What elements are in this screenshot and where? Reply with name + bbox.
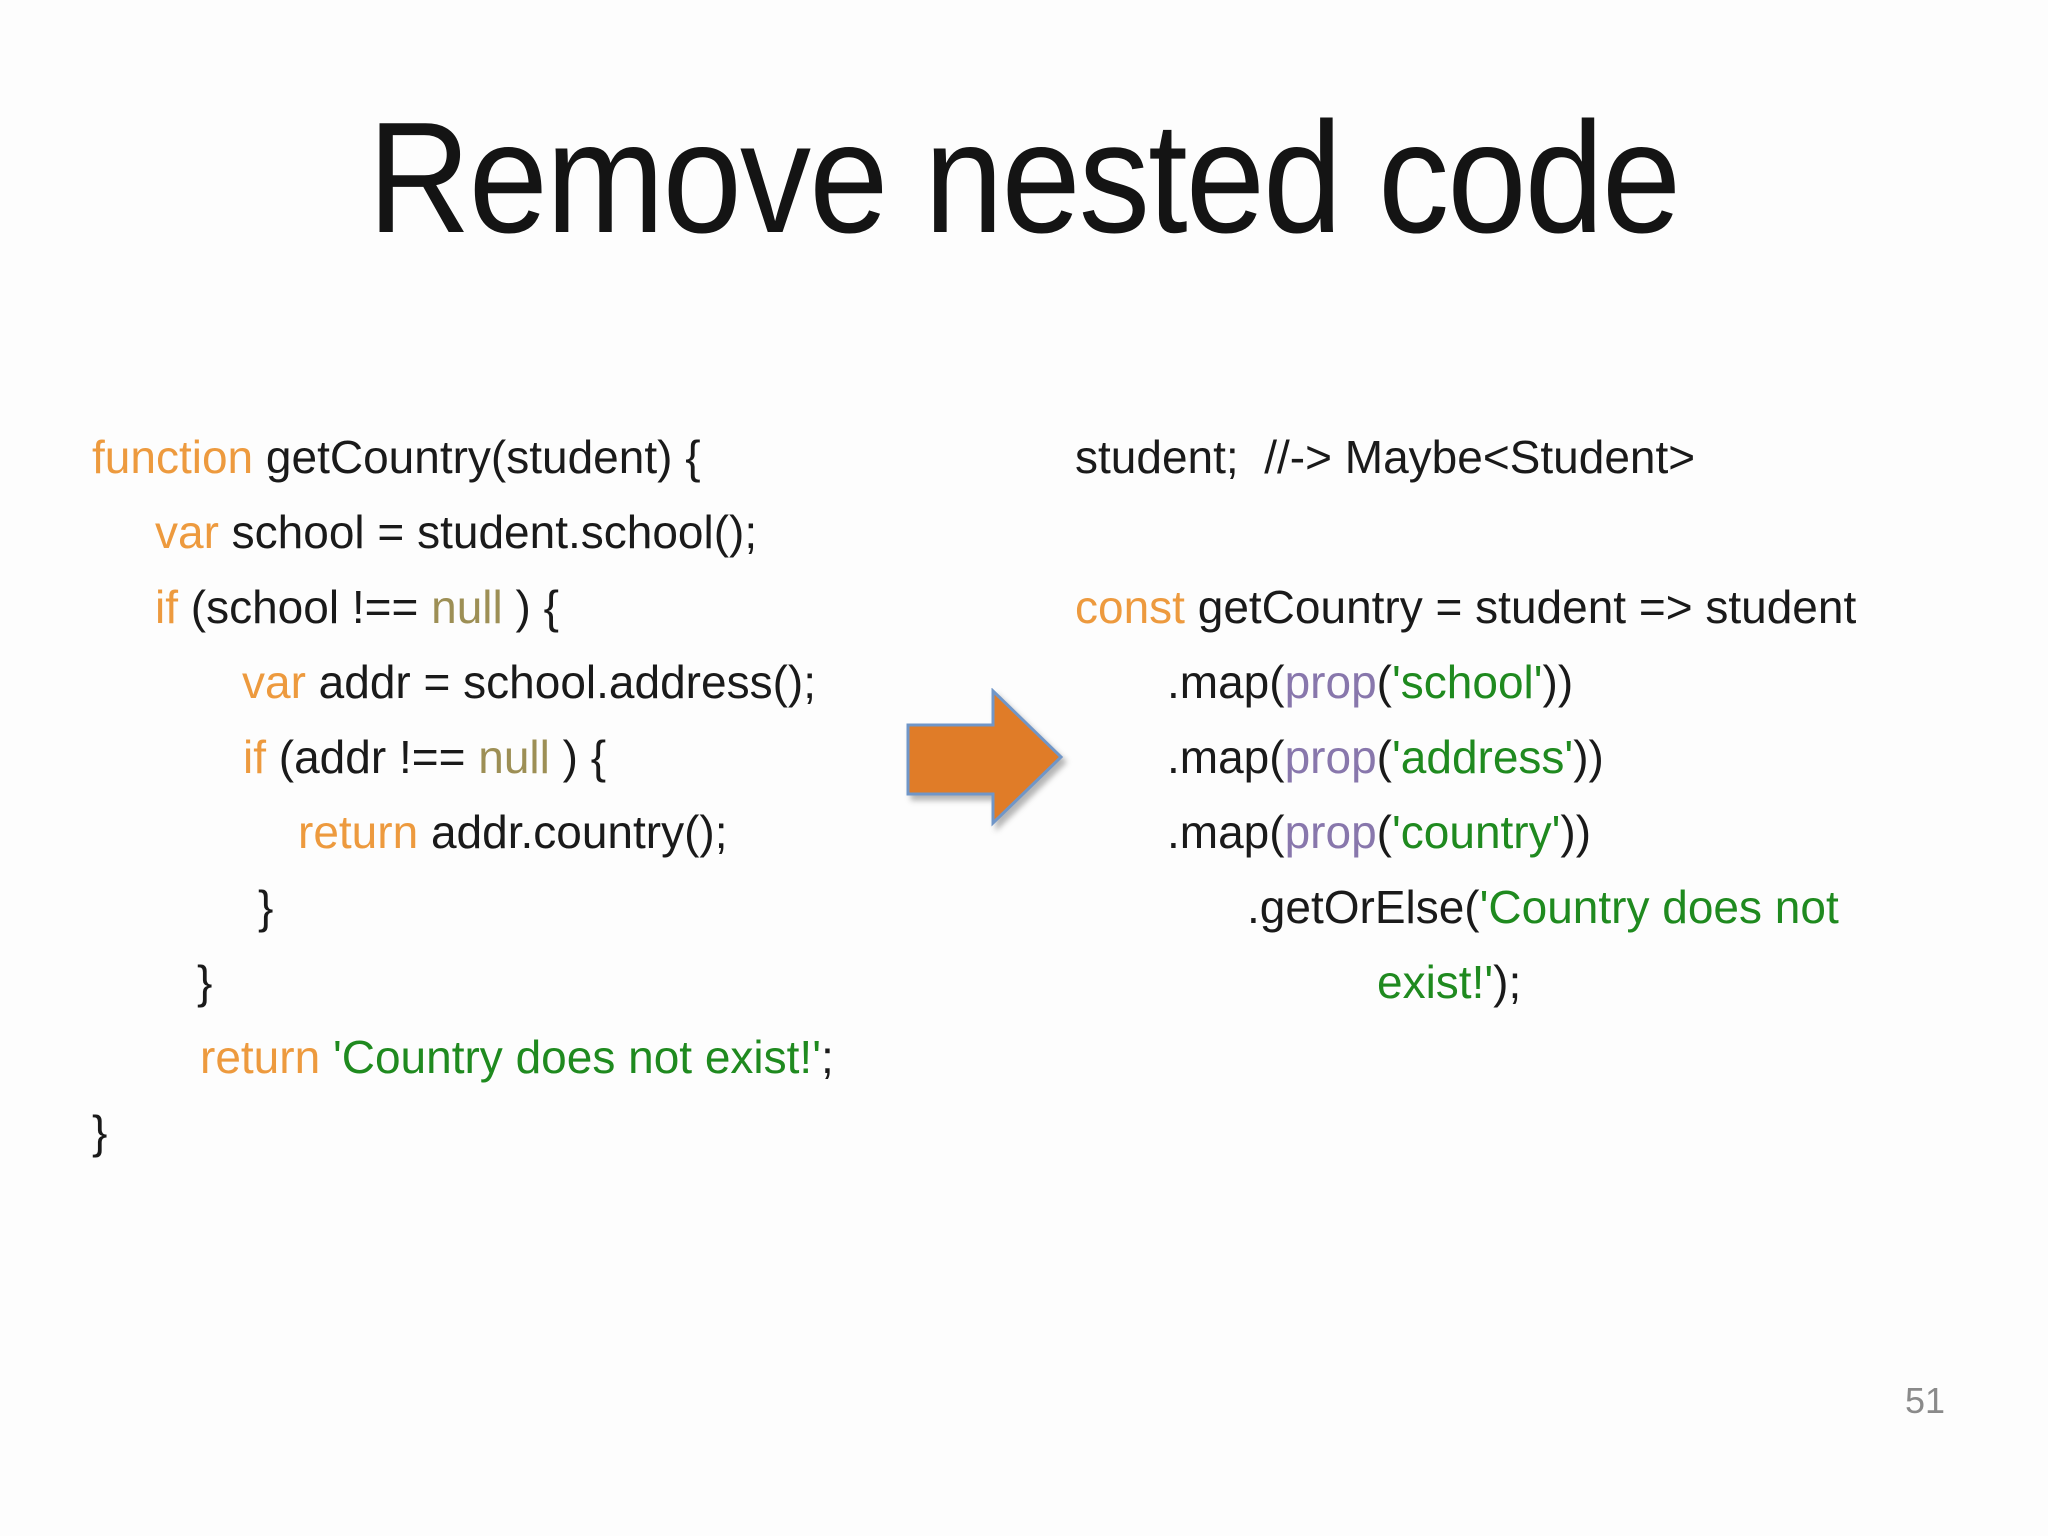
code-token-code: .map( — [1167, 656, 1285, 708]
code-token-code: } — [92, 1106, 108, 1158]
code-line: var school = student.school(); — [92, 495, 834, 570]
code-line: student; //-> Maybe<Student> — [1075, 420, 1856, 495]
code-token-kw: return — [298, 806, 419, 858]
code-token-code: addr.country(); — [418, 806, 728, 858]
code-token-kw: return — [200, 1031, 321, 1083]
page-number: 51 — [1904, 1380, 1946, 1421]
code-token-kw: function — [92, 431, 254, 483]
code-token-null: null — [478, 731, 550, 783]
left-code-block: function getCountry(student) {var school… — [92, 420, 834, 1170]
code-token-code: ) { — [502, 581, 559, 633]
code-token-code: student; //-> Maybe<Student> — [1075, 431, 1696, 483]
code-token-fn: prop — [1284, 806, 1377, 858]
right-block-arrow-icon — [905, 687, 1073, 834]
code-line: return addr.country(); — [92, 795, 834, 870]
code-token-code: } — [258, 881, 274, 933]
code-line: } — [92, 945, 834, 1020]
code-token-code: .map( — [1167, 731, 1285, 783]
code-line: return 'Country does not exist!'; — [92, 1020, 834, 1095]
code-token-str: 'Country does not — [1479, 881, 1839, 933]
code-line: const getCountry = student => student — [1075, 570, 1856, 645]
code-token-str: 'address' — [1392, 731, 1574, 783]
code-token-str: 'country' — [1392, 806, 1561, 858]
code-token-code: } — [197, 956, 213, 1008]
code-line: .map(prop('school')) — [1075, 645, 1856, 720]
code-token-str: exist!' — [1377, 956, 1494, 1008]
code-line: if (school !== null ) { — [92, 570, 834, 645]
code-token-kw: if — [155, 581, 178, 633]
code-token-code: )) — [1560, 806, 1592, 858]
code-line: } — [92, 870, 834, 945]
code-line: if (addr !== null ) { — [92, 720, 834, 795]
page-title-text: Remove nested code — [368, 90, 1681, 266]
code-token-str: 'school' — [1392, 656, 1543, 708]
code-token-code: .map( — [1167, 806, 1285, 858]
code-token-code: getCountry = student => student — [1184, 581, 1857, 633]
code-token-code: )) — [1573, 731, 1604, 783]
page-title: Remove nested code — [0, 90, 2048, 266]
code-token-kw: var — [155, 506, 219, 558]
code-token-code: .getOrElse( — [1247, 881, 1480, 933]
code-token-fn: prop — [1284, 656, 1377, 708]
code-token-code: school = student.school(); — [218, 506, 758, 558]
code-token-null: null — [431, 581, 503, 633]
code-line: var addr = school.address(); — [92, 645, 834, 720]
code-token-fn: prop — [1284, 731, 1377, 783]
code-token-code: addr = school.address(); — [305, 656, 816, 708]
code-token-code: )) — [1542, 656, 1574, 708]
right-code-block: student; //-> Maybe<Student> const getCou… — [1075, 420, 1856, 1020]
code-line: function getCountry(student) { — [92, 420, 834, 495]
code-token-code: ; — [820, 1031, 834, 1083]
code-line: .map(prop('country')) — [1075, 795, 1856, 870]
code-token-code: ) { — [549, 731, 607, 783]
code-token-code: (school !== — [178, 581, 432, 633]
code-line: exist!'); — [1075, 945, 1856, 1020]
code-line: .map(prop('address')) — [1075, 720, 1856, 795]
code-token-code: ( — [1376, 731, 1392, 783]
code-line: } — [92, 1095, 834, 1170]
code-token-code: (addr !== — [266, 731, 479, 783]
code-token-code: ( — [1376, 806, 1392, 858]
code-token-code — [320, 1031, 333, 1083]
code-token-code: ( — [1376, 656, 1392, 708]
code-token-str: 'Country does not exist!' — [332, 1031, 821, 1083]
code-token-kw: if — [243, 731, 266, 783]
code-line — [1075, 495, 1856, 570]
code-token-kw: var — [242, 656, 306, 708]
code-token-code: getCountry(student) { — [253, 431, 701, 483]
code-token-kw: const — [1075, 581, 1185, 633]
code-line: .getOrElse('Country does not — [1075, 870, 1856, 945]
code-token-code: ); — [1493, 956, 1522, 1008]
